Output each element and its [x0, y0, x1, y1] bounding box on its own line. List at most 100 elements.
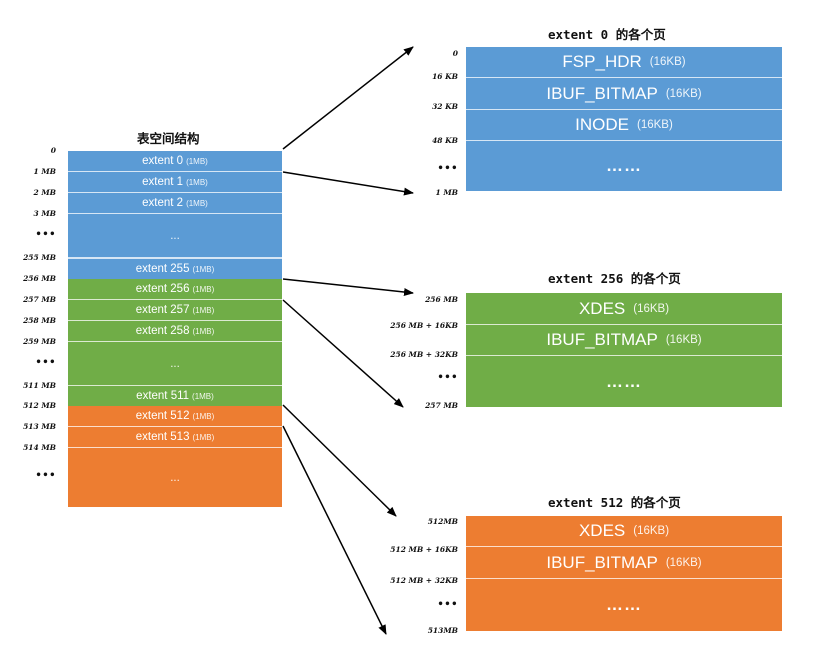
extent-size: (1MB)	[192, 305, 215, 315]
page-name: IBUF_BITMAP	[546, 552, 658, 572]
tablespace-title: 表空间结构	[137, 131, 200, 146]
extent-name: extent 513	[135, 431, 190, 443]
offset-label: 0	[50, 146, 56, 155]
extent-row-ellipsis-1: ...	[68, 214, 282, 258]
page-size: (16KB)	[665, 334, 702, 346]
offset-label: •••	[35, 229, 56, 240]
offset-label: 255 MB	[23, 253, 56, 262]
offset-label: 256 MB	[23, 274, 56, 283]
extent-row-ellipsis-3: ...	[68, 448, 282, 507]
ellipsis: ……	[606, 595, 642, 614]
extent-name: extent 2	[142, 197, 184, 209]
ellipsis: ...	[170, 229, 180, 242]
offset-label: 513 MB	[23, 422, 56, 431]
ellipsis: ……	[606, 156, 642, 175]
extent-row-511: extent 511(1MB)	[68, 386, 282, 406]
extent-name: extent 512	[135, 410, 190, 422]
arrow-extent512-start	[282, 404, 397, 517]
offset-label: 1 MB	[33, 167, 56, 176]
ellipsis: ...	[170, 471, 180, 484]
page-size: (16KB)	[665, 556, 702, 569]
arrow-extent512-end	[282, 425, 387, 635]
extent-row-512: extent 512(1MB)	[68, 406, 282, 427]
extent-size: (1MB)	[186, 198, 208, 208]
extent-row-255: extent 255(1MB)	[68, 258, 282, 279]
page-xdes: XDES (16KB)	[466, 293, 782, 325]
page-xdes: XDES (16KB)	[466, 516, 782, 547]
extent-size: (1MB)	[186, 177, 208, 187]
arrow-extent0-start	[282, 46, 414, 150]
page-fsp-hdr: FSP_HDR (16KB)	[466, 47, 782, 78]
offset-label: 259 MB	[23, 337, 56, 346]
page-name: IBUF_BITMAP	[546, 83, 658, 103]
offset-label: 256 MB + 16KB	[390, 321, 458, 330]
offset-label: 512 MB + 16KB	[390, 545, 458, 554]
extent-name: extent 511	[136, 390, 190, 402]
extent-row-1: extent 1(1MB)	[68, 172, 282, 193]
page-inode: INODE (16KB)	[466, 110, 782, 141]
arrow-extent256-end	[282, 299, 404, 408]
extent-size: (1MB)	[192, 411, 215, 421]
extent-row-513: extent 513(1MB)	[68, 427, 282, 448]
extent-row-258: extent 258(1MB)	[68, 321, 282, 342]
offset-label: 257 MB	[425, 401, 458, 410]
page-ibuf-bitmap: IBUF_BITMAP (16KB)	[466, 547, 782, 579]
extent-row-2: extent 2(1MB)	[68, 193, 282, 214]
offset-label: •••	[35, 470, 56, 481]
offset-label: 512 MB + 32KB	[390, 576, 458, 585]
offset-label: 513MB	[427, 626, 458, 635]
offset-label: •••	[437, 163, 458, 174]
offset-label: 256 MB + 32KB	[390, 350, 458, 359]
offset-label: 2 MB	[33, 188, 56, 197]
extent512-title: extent 512 的各个页	[548, 495, 681, 510]
offset-label: 0	[452, 49, 458, 58]
page-size: (16KB)	[637, 119, 673, 131]
page-ibuf-bitmap: IBUF_BITMAP (16KB)	[466, 78, 782, 110]
offset-label: 1 MB	[435, 188, 458, 197]
page-name: XDES	[578, 298, 626, 318]
page-name: XDES	[578, 521, 626, 540]
extent-row-ellipsis-2: ...	[68, 342, 282, 386]
ellipsis: ……	[606, 371, 642, 391]
extent-size: (1MB)	[192, 284, 215, 294]
arrow-extent256-start	[282, 278, 414, 297]
offset-label: •••	[437, 599, 458, 610]
extent-size: (1MB)	[192, 391, 214, 401]
extent-row-257: extent 257(1MB)	[68, 300, 282, 321]
page-name: FSP_HDR	[562, 52, 642, 71]
extent0-title: extent 0 的各个页	[548, 27, 666, 42]
offset-label: 3 MB	[33, 209, 56, 218]
offset-label: 512 MB	[23, 401, 56, 410]
offset-label: 511 MB	[23, 381, 56, 390]
arrow-extent0-end	[282, 171, 414, 196]
offset-label: •••	[437, 372, 458, 383]
extent-name: extent 1	[142, 176, 184, 188]
extent-row-256: extent 256(1MB)	[68, 279, 282, 300]
extent-name: extent 255	[135, 263, 190, 275]
page-size: (16KB)	[649, 56, 686, 68]
page-name: INODE	[575, 115, 630, 134]
extent-name: extent 0	[142, 155, 184, 167]
page-size: (16KB)	[633, 525, 670, 537]
extent-name: extent 257	[135, 304, 190, 316]
extent-size: (1MB)	[192, 432, 215, 442]
extent-size: (1MB)	[192, 326, 215, 336]
offset-label: •••	[35, 357, 56, 368]
offset-label: 16 KB	[432, 72, 458, 81]
offset-label: 512MB	[427, 517, 458, 526]
page-ellipsis: ……	[466, 141, 782, 191]
page-ellipsis: ……	[466, 356, 782, 407]
offset-label: 256 MB	[425, 295, 458, 304]
extent256-title: extent 256 的各个页	[548, 271, 681, 286]
offset-label: 32 KB	[432, 102, 458, 111]
extent-name: extent 258	[135, 325, 190, 337]
page-ibuf-bitmap: IBUF_BITMAP(16KB)	[466, 325, 782, 356]
page-size: (16KB)	[633, 302, 670, 315]
page-size: (16KB)	[665, 87, 702, 100]
offset-label: 258 MB	[23, 316, 56, 325]
extent-size: (1MB)	[186, 156, 208, 166]
offset-label: 514 MB	[23, 443, 56, 452]
extent-name: extent 256	[135, 283, 190, 295]
ellipsis: ...	[170, 357, 180, 370]
